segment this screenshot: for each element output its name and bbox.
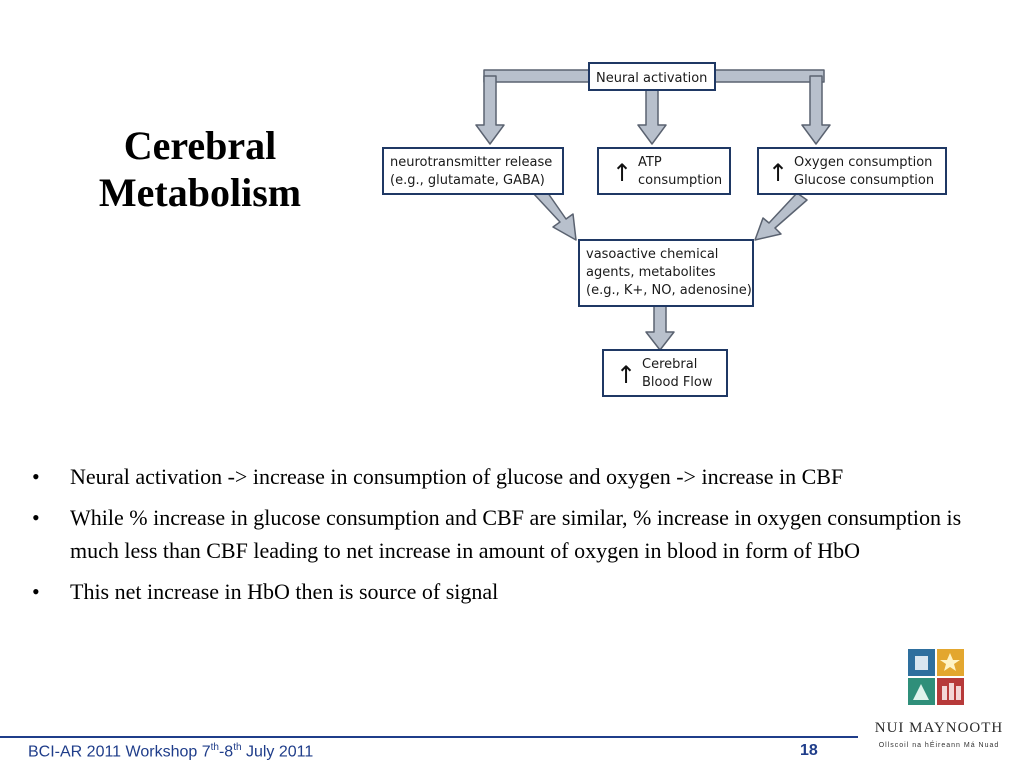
footer-divider	[0, 736, 858, 738]
nui-maynooth-crest-icon	[905, 646, 967, 708]
slide-title-line2: Metabolism	[98, 170, 302, 215]
label-blood-flow-line2: Blood Flow	[642, 375, 713, 390]
label-vasoactive-line2: agents, metabolites	[586, 265, 716, 280]
label-oxygen-line1: Oxygen consumption	[794, 155, 932, 170]
footer-middle: -8	[218, 743, 234, 761]
label-neurotransmitter-line2: (e.g., glutamate, GABA)	[390, 173, 545, 188]
box-atp	[597, 147, 731, 195]
footer-sup-2: th	[233, 742, 242, 753]
box-blood-flow	[602, 349, 728, 397]
bullet-text: This net increase in HbO then is source …	[70, 579, 499, 604]
label-atp-line2: consumption	[638, 173, 722, 188]
slide-title-line1: Cerebral	[123, 123, 277, 168]
bullet-item: • This net increase in HbO then is sourc…	[28, 575, 988, 608]
bullet-item: • Neural activation -> increase in consu…	[28, 460, 988, 493]
slide-title: Cerebral Metabolism	[60, 122, 340, 216]
bullet-list: • Neural activation -> increase in consu…	[28, 460, 988, 616]
arrow-oxygen-to-vasoactive	[754, 192, 808, 241]
label-vasoactive-line1: vasoactive chemical	[586, 247, 718, 262]
label-blood-flow-line1: Cerebral	[642, 357, 697, 372]
label-neural-activation: Neural activation	[596, 71, 707, 86]
bullet-text: While % increase in glucose consumption …	[70, 505, 962, 563]
label-vasoactive-line3: (e.g., K+, NO, adenosine)	[586, 283, 752, 298]
cerebral-metabolism-flow-diagram: Neural activation neurotransmitter relea…	[382, 62, 947, 397]
increase-arrow-icon: ↑	[612, 159, 632, 187]
footer-sup-1: th	[210, 742, 219, 753]
connector-right-horizontal	[713, 69, 825, 83]
arrow-to-blood-flow	[645, 305, 675, 351]
connector-left-horizontal	[483, 69, 591, 83]
box-neurotransmitter	[382, 147, 564, 195]
arrow-to-neurotransmitter	[475, 75, 505, 145]
bullet-item: • While % increase in glucose consumptio…	[28, 501, 988, 567]
logo-university-name: NUI MAYNOOTH	[874, 720, 1004, 736]
box-oxygen-glucose	[757, 147, 947, 195]
increase-arrow-icon: ↑	[768, 159, 788, 187]
label-atp-line1: ATP	[638, 155, 662, 170]
bullet-dot-icon: •	[32, 579, 40, 604]
bullet-dot-icon: •	[32, 505, 40, 530]
page-number: 18	[800, 742, 818, 759]
box-neural-activation	[588, 62, 716, 91]
label-oxygen-line2: Glucose consumption	[794, 173, 934, 188]
arrow-to-atp	[637, 89, 667, 145]
arrow-to-oxygen	[801, 75, 831, 145]
box-vasoactive	[578, 239, 754, 307]
increase-arrow-icon: ↑	[616, 361, 636, 389]
label-neurotransmitter-line1: neurotransmitter release	[390, 155, 552, 170]
footer-suffix: July 2011	[241, 743, 314, 761]
bullet-dot-icon: •	[32, 464, 40, 489]
footer-workshop-text: BCI-AR 2011 Workshop 7th-8th July 2011	[28, 742, 313, 761]
logo-university-subtitle: Ollscoil na hÉireann Má Nuad	[878, 742, 1000, 749]
footer-prefix: BCI-AR 2011 Workshop 7	[28, 743, 211, 761]
bullet-text: Neural activation -> increase in consump…	[70, 464, 844, 489]
